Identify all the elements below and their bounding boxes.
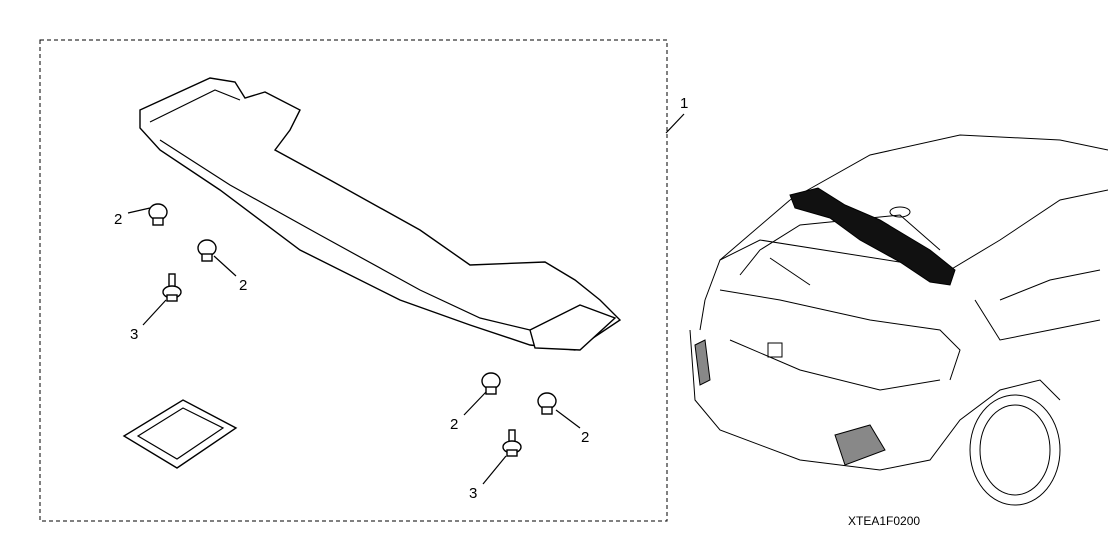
callout-number: 2 [581,429,589,446]
clip-part [148,203,168,226]
callout-number: 2 [239,277,247,294]
figure-code: XTEA1F0200 [848,514,920,528]
clip-part [537,392,557,415]
clip-part [481,372,501,395]
callout-number: 3 [130,326,138,343]
rear-spoiler [139,77,622,351]
leader-lines [127,113,685,485]
clip-part [197,239,217,262]
screw-part [162,273,182,302]
callout-number: 2 [450,416,458,433]
screw-part [502,429,522,457]
callout-number: 2 [114,211,122,228]
callout-number: 3 [469,485,477,502]
callout-number: 1 [680,95,688,112]
installed-spoiler [789,187,956,286]
kit-boundary-box [39,39,668,522]
car-rear-illustration [689,134,1108,506]
adhesive-pad [122,399,238,469]
